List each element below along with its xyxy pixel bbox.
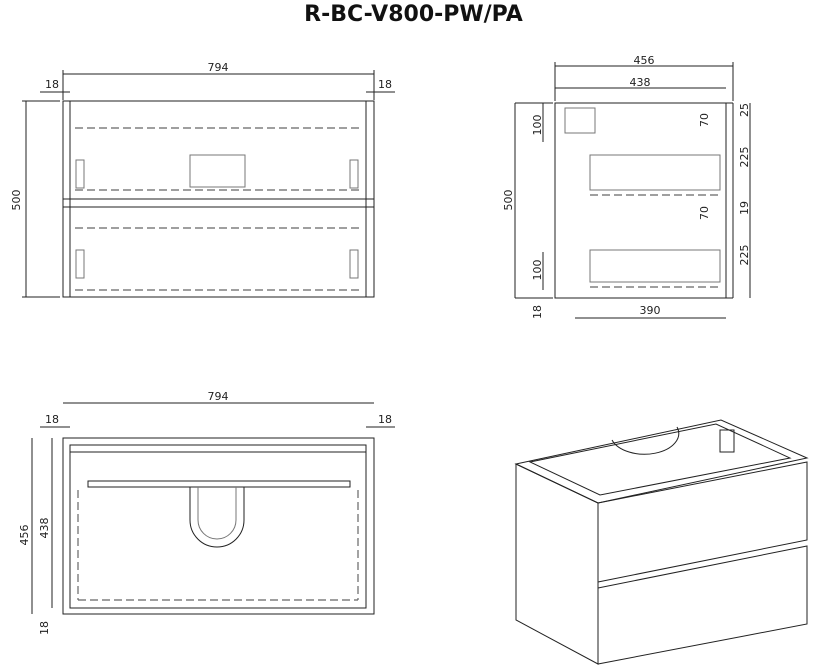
front-view: 794 18 18 500 xyxy=(10,61,395,298)
plinth-dim: 18 xyxy=(531,305,544,319)
handle-bottom-dim: 70 xyxy=(698,206,711,220)
top-side-left-dim: 18 xyxy=(45,413,59,426)
side-depth-inner-dim: 438 xyxy=(630,76,651,89)
side-view: 456 438 500 100 100 18 390 70 70 25 225 … xyxy=(502,54,751,319)
side-depth-outer-dim: 456 xyxy=(634,54,655,67)
gap-top-dim: 25 xyxy=(738,103,751,117)
front-side-right-dim: 18 xyxy=(378,78,392,91)
gap-mid-dim: 19 xyxy=(738,201,751,215)
top-width-dim: 794 xyxy=(208,390,229,403)
top-side-right-dim: 18 xyxy=(378,413,392,426)
front-height-dim: 500 xyxy=(10,190,23,211)
handle-top-dim: 70 xyxy=(698,113,711,127)
top-depth-outer-dim: 456 xyxy=(18,525,31,546)
drawer-front-bottom-dim: 225 xyxy=(738,245,751,266)
front-side-left-dim: 18 xyxy=(45,78,59,91)
bottom-drawer-offset-dim: 100 xyxy=(531,260,544,281)
top-depth-inner-dim: 438 xyxy=(38,518,51,539)
front-width-dim: 794 xyxy=(208,61,229,74)
isometric-view xyxy=(514,419,809,665)
top-drawer-offset-dim: 100 xyxy=(531,115,544,136)
side-height-dim: 500 xyxy=(502,190,515,211)
top-back-dim: 18 xyxy=(38,621,51,635)
drawer-front-top-dim: 225 xyxy=(738,147,751,168)
drawer-depth-dim: 390 xyxy=(640,304,661,317)
top-view: 794 18 18 456 438 18 xyxy=(18,390,395,635)
drawing-title: R-BC-V800-PW/PA xyxy=(304,2,523,27)
